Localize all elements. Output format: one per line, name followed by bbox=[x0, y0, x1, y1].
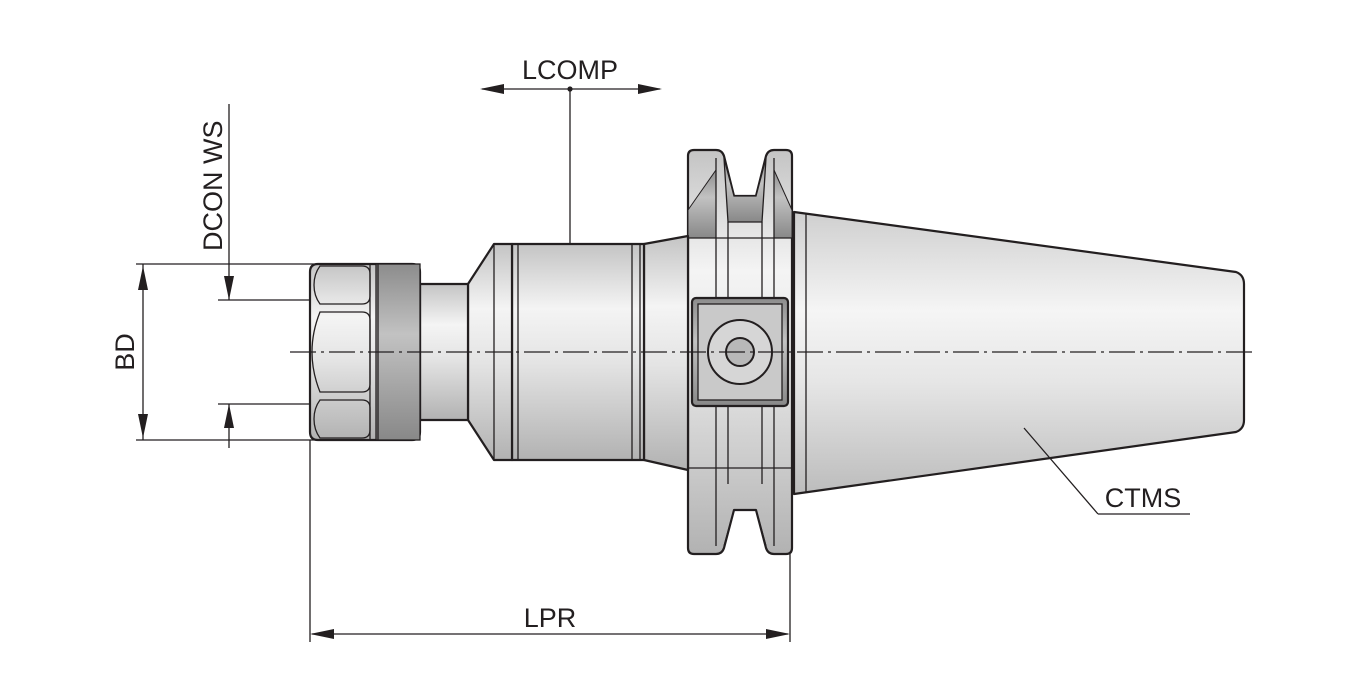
dcon-ws-dimension: DCON WS bbox=[198, 104, 310, 448]
lcomp-label: LCOMP bbox=[522, 55, 618, 85]
lcomp-dimension: LCOMP bbox=[480, 55, 662, 244]
holder-body bbox=[418, 234, 690, 472]
taper-shank bbox=[792, 210, 1246, 496]
ctms-leader: CTMS bbox=[1023, 427, 1190, 515]
lpr-dimension: LPR bbox=[309, 440, 791, 642]
collet-nut bbox=[308, 262, 422, 442]
ctms-label: CTMS bbox=[1105, 483, 1182, 513]
dcon-ws-label: DCON WS bbox=[198, 121, 228, 252]
bd-label: BD bbox=[110, 333, 140, 371]
bd-dimension: BD bbox=[110, 263, 318, 441]
lpr-label: LPR bbox=[524, 603, 577, 633]
